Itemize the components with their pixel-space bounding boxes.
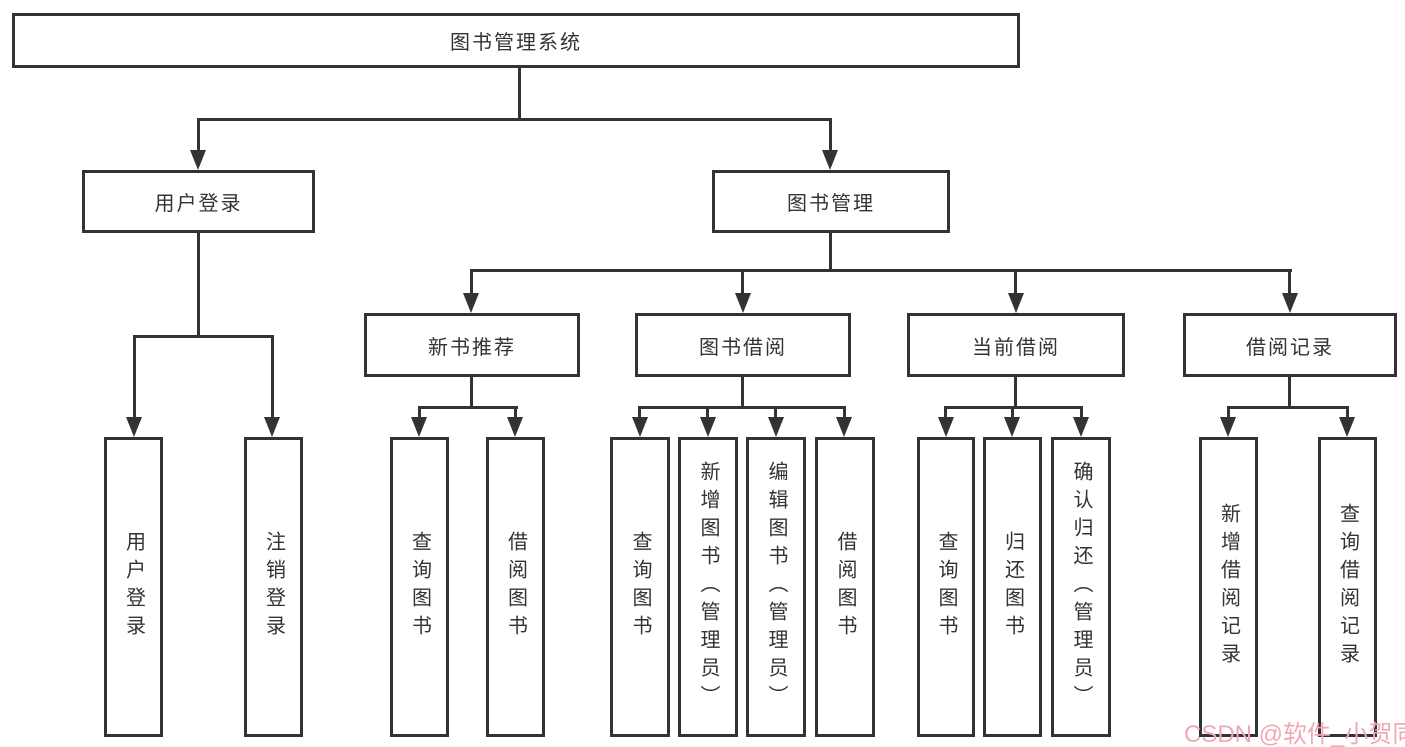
- node-label: 借阅记录: [1246, 336, 1334, 359]
- node-label: 当前借阅: [972, 336, 1060, 359]
- node-label: 注销登录: [262, 531, 285, 643]
- node-label: 借阅图书: [504, 531, 527, 643]
- connector-line: [514, 406, 517, 419]
- node-label: 查询图书: [935, 531, 957, 643]
- node-leaf: 查询图书: [917, 437, 975, 737]
- node-label: 用户登录: [122, 531, 145, 643]
- node-leaf: 注销登录: [244, 437, 303, 737]
- node-label: 新增图书（管理员）: [697, 461, 719, 713]
- connector-line: [133, 335, 136, 420]
- connector-line: [829, 233, 832, 272]
- connector-line: [774, 406, 777, 419]
- node-label: 用户登录: [154, 193, 243, 215]
- arrowhead-icon: [1008, 293, 1024, 313]
- arrowhead-icon: [463, 293, 479, 313]
- connector-line: [1227, 406, 1230, 419]
- node-leaf: 新增图书（管理员）: [678, 437, 738, 737]
- node-leaf: 查询图书: [390, 437, 449, 737]
- node-label: 借阅图书: [834, 531, 856, 643]
- connector-line: [197, 118, 831, 121]
- connector-line: [706, 406, 709, 419]
- arrowhead-icon: [411, 417, 427, 437]
- arrowhead-icon: [264, 417, 280, 437]
- connector-line: [133, 335, 274, 338]
- node-label: 图书管理系统: [450, 32, 582, 54]
- node-book-borrow: 图书借阅: [635, 313, 851, 377]
- node-label: 新书推荐: [428, 336, 516, 359]
- connector-line: [197, 118, 200, 154]
- node-leaf: 用户登录: [104, 437, 163, 737]
- connector-line: [418, 406, 518, 409]
- connector-line: [638, 406, 641, 419]
- connector-line: [1014, 377, 1017, 409]
- arrowhead-icon: [190, 150, 206, 170]
- arrowhead-icon: [126, 417, 142, 437]
- arrowhead-icon: [1004, 417, 1020, 437]
- node-label: 确认归还（管理员）: [1070, 461, 1092, 713]
- arrowhead-icon: [836, 417, 852, 437]
- connector-line: [1014, 269, 1017, 297]
- node-label: 查询图书: [408, 531, 431, 643]
- node-label: 归还图书: [1001, 531, 1024, 643]
- node-label: 编辑图书（管理员）: [765, 461, 787, 713]
- arrowhead-icon: [1220, 417, 1236, 437]
- arrowhead-icon: [700, 417, 716, 437]
- arrowhead-icon: [768, 417, 784, 437]
- connector-line: [741, 269, 744, 297]
- arrowhead-icon: [735, 293, 751, 313]
- node-leaf: 编辑图书（管理员）: [746, 437, 806, 737]
- connector-line: [470, 269, 473, 297]
- connector-line: [843, 406, 846, 419]
- arrowhead-icon: [822, 150, 838, 170]
- connector-line: [638, 406, 846, 409]
- arrowhead-icon: [938, 417, 954, 437]
- node-current-borrow: 当前借阅: [907, 313, 1125, 377]
- arrowhead-icon: [632, 417, 648, 437]
- arrowhead-icon: [507, 417, 523, 437]
- node-leaf: 借阅图书: [486, 437, 545, 737]
- node-label: 图书管理: [787, 193, 875, 215]
- node-new-book-recommend: 新书推荐: [364, 313, 580, 377]
- arrowhead-icon: [1282, 293, 1298, 313]
- connector-line: [197, 233, 200, 335]
- connector-line: [1080, 406, 1083, 419]
- node-label: 图书借阅: [699, 336, 787, 359]
- connector-line: [741, 377, 744, 409]
- node-book-management-branch: 图书管理: [712, 170, 950, 233]
- node-leaf: 新增借阅记录: [1199, 437, 1258, 737]
- connector-line: [829, 118, 832, 154]
- node-label: 查询借阅记录: [1336, 503, 1359, 671]
- arrowhead-icon: [1073, 417, 1089, 437]
- connector-line: [470, 377, 473, 409]
- node-label: 查询图书: [629, 531, 651, 643]
- arrowhead-icon: [1339, 417, 1355, 437]
- node-user-login-branch: 用户登录: [82, 170, 315, 233]
- node-leaf: 归还图书: [983, 437, 1042, 737]
- connector-line: [1346, 406, 1349, 419]
- connector-line: [271, 335, 274, 420]
- node-leaf: 查询图书: [610, 437, 670, 737]
- node-label: 新增借阅记录: [1217, 503, 1240, 671]
- connector-line: [1288, 377, 1291, 409]
- connector-line: [418, 406, 421, 419]
- connector-line: [944, 406, 947, 419]
- connector-line: [518, 68, 521, 120]
- node-root: 图书管理系统: [12, 13, 1020, 68]
- node-leaf: 借阅图书: [815, 437, 875, 737]
- node-borrow-record: 借阅记录: [1183, 313, 1397, 377]
- watermark: CSDN @软件_小贺同学: [1184, 721, 1405, 747]
- node-leaf: 查询借阅记录: [1318, 437, 1377, 737]
- connector-line: [470, 269, 1292, 272]
- node-leaf: 确认归还（管理员）: [1051, 437, 1111, 737]
- connector-line: [1288, 269, 1291, 297]
- connector-line: [1227, 406, 1349, 409]
- connector-line: [1011, 406, 1014, 419]
